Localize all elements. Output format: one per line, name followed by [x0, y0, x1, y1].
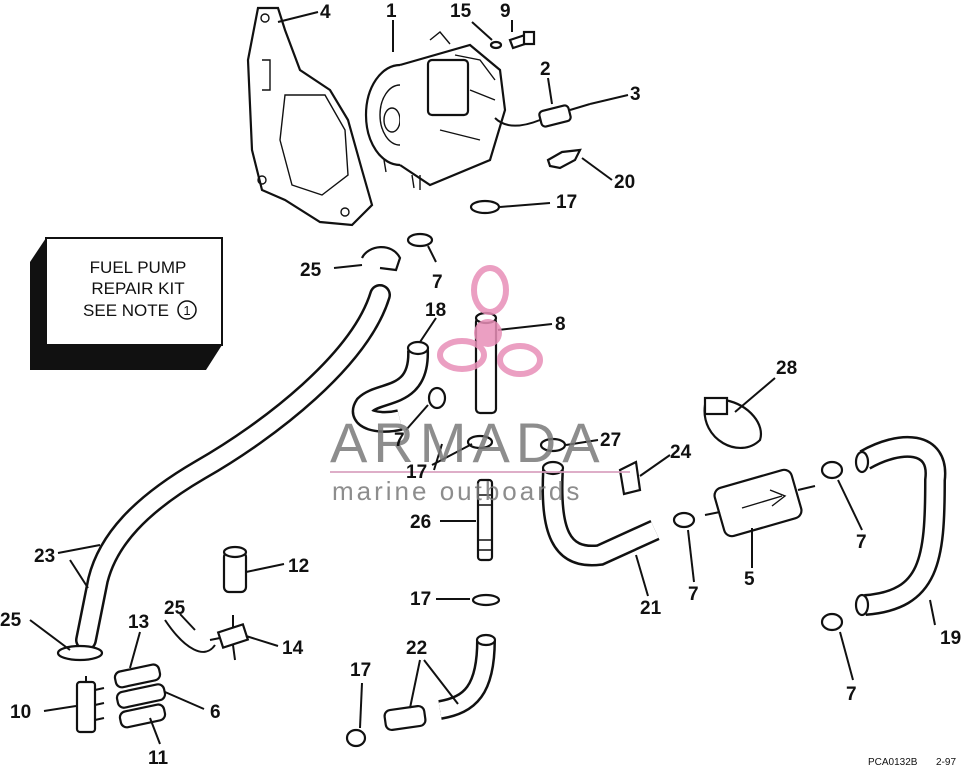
callout-22: 22 [406, 638, 427, 659]
callout-25-left: 25 [0, 610, 22, 631]
callout-18: 18 [425, 300, 446, 321]
watermark-brand: ARMADA [330, 411, 606, 474]
callout-11: 11 [148, 748, 169, 768]
note-number: 1 [183, 303, 190, 318]
filter-clamp-out [820, 460, 844, 480]
kit-line-1: FUEL PUMP [90, 258, 187, 277]
clamp-left [56, 644, 104, 662]
callout-25-mid: 25 [164, 598, 186, 619]
tee-fitting [209, 615, 250, 661]
filter-clamp-in [672, 511, 696, 529]
drawing-code: PCA0132B [868, 757, 918, 768]
leader-lines [29, 11, 936, 745]
long-fuel-hose [75, 284, 391, 651]
callout-7-filter: 7 [688, 584, 699, 605]
clamp-lower [471, 593, 501, 607]
plug-top [222, 545, 248, 559]
tee-hose [164, 619, 216, 653]
callout-4: 4 [320, 2, 331, 23]
callout-17-mid: 17 [406, 462, 427, 483]
callout-17-bottom: 17 [350, 660, 371, 681]
callout-7-pump: 7 [432, 272, 443, 293]
callout-3: 3 [630, 84, 641, 105]
screw [508, 30, 536, 50]
callout-20: 20 [614, 172, 635, 193]
callout-9: 9 [500, 1, 511, 22]
callout-15: 15 [450, 1, 472, 22]
lower-hose [383, 633, 497, 732]
hose-clip [546, 148, 582, 170]
clamp-bottom [345, 728, 367, 748]
callout-28: 28 [776, 358, 797, 379]
manifold [75, 676, 105, 734]
clamp-pump [406, 232, 434, 248]
callout-26: 26 [410, 512, 431, 533]
clamp-upper [469, 199, 501, 215]
callout-5: 5 [744, 569, 755, 590]
callout-24: 24 [670, 442, 692, 463]
callout-2: 2 [540, 59, 551, 80]
fuel-pump [364, 31, 507, 190]
mounting-bracket [246, 6, 374, 227]
callout-19: 19 [940, 628, 961, 649]
repair-kit-box: FUEL PUMP REPAIR KIT SEE NOTE 1 [30, 237, 223, 370]
callout-13: 13 [128, 612, 149, 633]
elbow-hose [351, 340, 447, 433]
callout-23: 23 [34, 546, 55, 567]
vent-hose [494, 103, 591, 128]
callout-8: 8 [555, 314, 566, 335]
callout-17-upper: 17 [556, 192, 577, 213]
callout-6: 6 [210, 702, 221, 723]
fuel-filter [704, 468, 816, 538]
kit-line-2: REPAIR KIT [91, 279, 184, 298]
kit-line-3: SEE NOTE [83, 301, 169, 320]
callout-12: 12 [288, 556, 309, 577]
date-code: 2-97 [936, 757, 956, 768]
clamp-mid [466, 434, 494, 450]
callout-14: 14 [282, 638, 304, 659]
callout-27: 27 [600, 430, 621, 451]
washer [489, 40, 503, 50]
propeller-icon [437, 265, 543, 377]
callout-7-bottom: 7 [846, 684, 857, 705]
hose-clamp-25 [361, 246, 402, 272]
watermark: ARMADA marine outboards [330, 265, 630, 506]
clamp-27 [539, 437, 567, 453]
callout-1: 1 [386, 1, 397, 22]
hose-connector [476, 478, 494, 562]
filter-clip [618, 460, 642, 496]
callout-21: 21 [640, 598, 662, 619]
callout-25-upper: 25 [300, 260, 322, 281]
watermark-tagline: marine outboards [332, 476, 582, 506]
callout-10: 10 [10, 702, 31, 723]
return-hose [854, 436, 947, 617]
callout-7-right: 7 [856, 532, 867, 553]
hose-clamp-19 [820, 612, 844, 632]
hose-pieces [113, 663, 167, 729]
callout-7-elbow: 7 [394, 430, 405, 451]
callout-17-lower: 17 [410, 589, 431, 610]
filter-bracket [703, 396, 763, 450]
